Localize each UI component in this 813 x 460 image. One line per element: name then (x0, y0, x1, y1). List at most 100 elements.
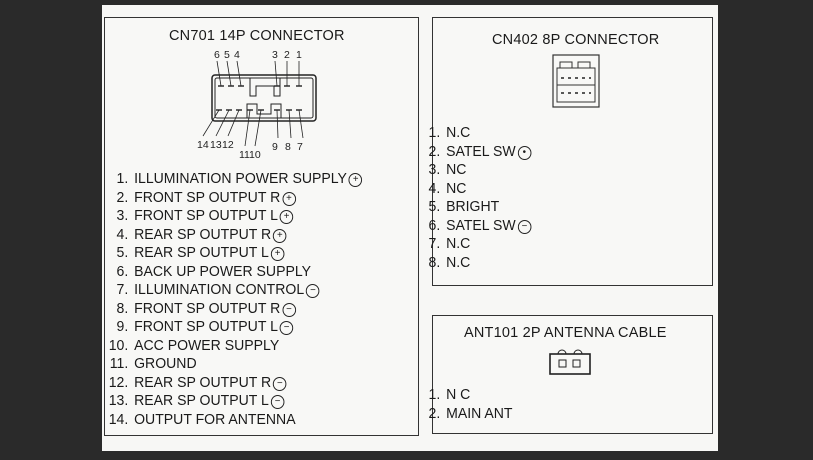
pin-item: 11. GROUND (105, 355, 362, 374)
negative-polarity-icon: − (270, 395, 285, 409)
pin-item: 2. MAIN ANT (417, 405, 513, 424)
negative-polarity-icon: − (306, 284, 320, 298)
pin-item: 10. ACC POWER SUPPLY (105, 337, 362, 356)
pin-label: BRIGHT (446, 199, 500, 215)
pin-number: 3. (428, 162, 441, 178)
pin-number: 10. (108, 337, 129, 354)
pin-number-label: 12 (222, 139, 234, 151)
pin-item: 2.SATEL SW• (417, 143, 532, 162)
pin-item: 1. N C (417, 386, 513, 405)
pin-number: 2. (116, 189, 129, 206)
pin-item: 4. NC (417, 180, 531, 199)
pin-number-label: 14 (197, 139, 209, 151)
pin-number-label: 13 (210, 139, 222, 151)
cn402-title: CN402 8P CONNECTOR (492, 32, 660, 48)
pin-item: 9.FRONT SP OUTPUT L− (105, 318, 362, 337)
negative-polarity-icon: − (517, 219, 532, 234)
pin-number: 4. (116, 226, 129, 243)
pin-number-label: 3 (272, 49, 278, 61)
pin-number-label: 7 (297, 141, 303, 153)
pin-label: SATEL SW (446, 217, 516, 234)
pin-label: SATEL SW (446, 143, 516, 160)
pin-number: 1. (428, 125, 441, 141)
pin-number: 12. (108, 374, 129, 391)
pin-label: FRONT SP OUTPUT L (134, 208, 278, 224)
pin-item: 14. OUTPUT FOR ANTENNA (105, 411, 362, 430)
pin-number-label: 2 (284, 49, 290, 61)
pin-item: 12. REAR SP OUTPUT R− (105, 374, 362, 393)
pin-label: REAR SP OUTPUT L (134, 393, 269, 409)
pin-label: REAR SP OUTPUT R (134, 374, 272, 391)
pin-label: NC (446, 162, 467, 178)
pin-label: ACC POWER SUPPLY (134, 337, 280, 354)
ant101-panel: ANT101 2P ANTENNA CABLE 1. N C 2. MAIN ANT (429, 315, 713, 434)
dot-polarity-icon: • (517, 145, 532, 160)
pin-item: 6. SATEL SW− (417, 217, 532, 236)
positive-polarity-icon: + (279, 210, 294, 224)
pin-number: 6. (428, 217, 441, 234)
ant101-title: ANT101 2P ANTENNA CABLE (464, 325, 667, 341)
pin-number: 6. (116, 263, 129, 280)
negative-polarity-icon: − (282, 302, 296, 317)
pin-number-label: 4 (234, 49, 240, 61)
pin-item: 7.ILLUMINATION CONTROL− (105, 281, 362, 300)
pin-number-label: 10 (249, 149, 261, 160)
pin-number: 14. (108, 411, 129, 428)
pin-number-label: 1 (296, 49, 302, 61)
pin-label: FRONT SP OUTPUT R (134, 300, 281, 317)
positive-polarity-icon: + (273, 228, 287, 243)
pin-item: 4. REAR SP OUTPUT R+ (105, 226, 362, 245)
pin-item: 3.FRONT SP OUTPUT L+ (105, 207, 362, 226)
pin-label: N C (446, 387, 471, 403)
pin-label: N.C (446, 236, 471, 252)
pin-label: N.C (446, 254, 471, 271)
pin-label: FRONT SP OUTPUT R (134, 189, 281, 206)
negative-polarity-icon: − (273, 376, 287, 391)
pin-item: 5. BRIGHT (417, 198, 531, 217)
pin-label: N.C (446, 125, 471, 141)
pin-number-label: 9 (272, 141, 278, 153)
pin-number: 9. (116, 319, 129, 335)
pin-label: ILLUMINATION POWER SUPPLY (134, 171, 347, 187)
ant101-connector-icon (549, 349, 591, 375)
pin-label: MAIN ANT (446, 405, 513, 422)
pin-item: 13.REAR SP OUTPUT L− (105, 392, 362, 411)
cn402-pin-list: 1. N.C 2.SATEL SW•3. NC 4. NC 5. BRIGHT 6. SATEL … (417, 124, 535, 272)
pin-number: 8. (116, 300, 129, 317)
pin-item: 3. NC (417, 161, 531, 180)
pin-item: 7. N.C (417, 235, 531, 254)
pin-number: 5. (428, 199, 441, 215)
pin-item: 1. ILLUMINATION POWER SUPPLY+ (105, 170, 363, 189)
pin-number: 11. (109, 356, 129, 372)
pin-number: 1. (428, 387, 441, 403)
pin-number: 5. (116, 245, 129, 261)
pin-label: ILLUMINATION CONTROL (134, 282, 305, 298)
cn701-title: CN701 14P CONNECTOR (169, 28, 345, 44)
pin-item: 6. BACK UP POWER SUPPLY (105, 263, 362, 282)
positive-polarity-icon: + (270, 247, 285, 261)
pin-number-label: 5 (224, 49, 230, 61)
positive-polarity-icon: + (282, 191, 296, 206)
pin-number: 8. (428, 254, 441, 271)
negative-polarity-icon: − (279, 321, 294, 335)
pin-number-label: 11 (239, 149, 250, 160)
pin-label: REAR SP OUTPUT R (134, 226, 272, 243)
cn701-pin-list: 1.ILLUMINATION POWER SUPPLY+2.FRONT SP O… (105, 170, 370, 429)
positive-polarity-icon: + (348, 173, 363, 187)
pin-item: 8. FRONT SP OUTPUT R− (105, 300, 362, 319)
pin-number: 2. (428, 405, 441, 422)
pin-label: OUTPUT FOR ANTENNA (134, 411, 296, 428)
cn402-connector-icon (552, 54, 600, 108)
pin-label: NC (446, 180, 467, 197)
pin-number-label: 6 (214, 49, 220, 61)
pin-number: 7. (428, 236, 441, 252)
pin-number: 1. (116, 171, 129, 187)
pin-number-label: 8 (285, 141, 291, 153)
pin-label: BACK UP POWER SUPPLY (134, 263, 312, 280)
pin-item: 2. FRONT SP OUTPUT R+ (105, 189, 362, 208)
pin-number: 4. (428, 180, 441, 197)
pin-label: GROUND (134, 356, 197, 372)
